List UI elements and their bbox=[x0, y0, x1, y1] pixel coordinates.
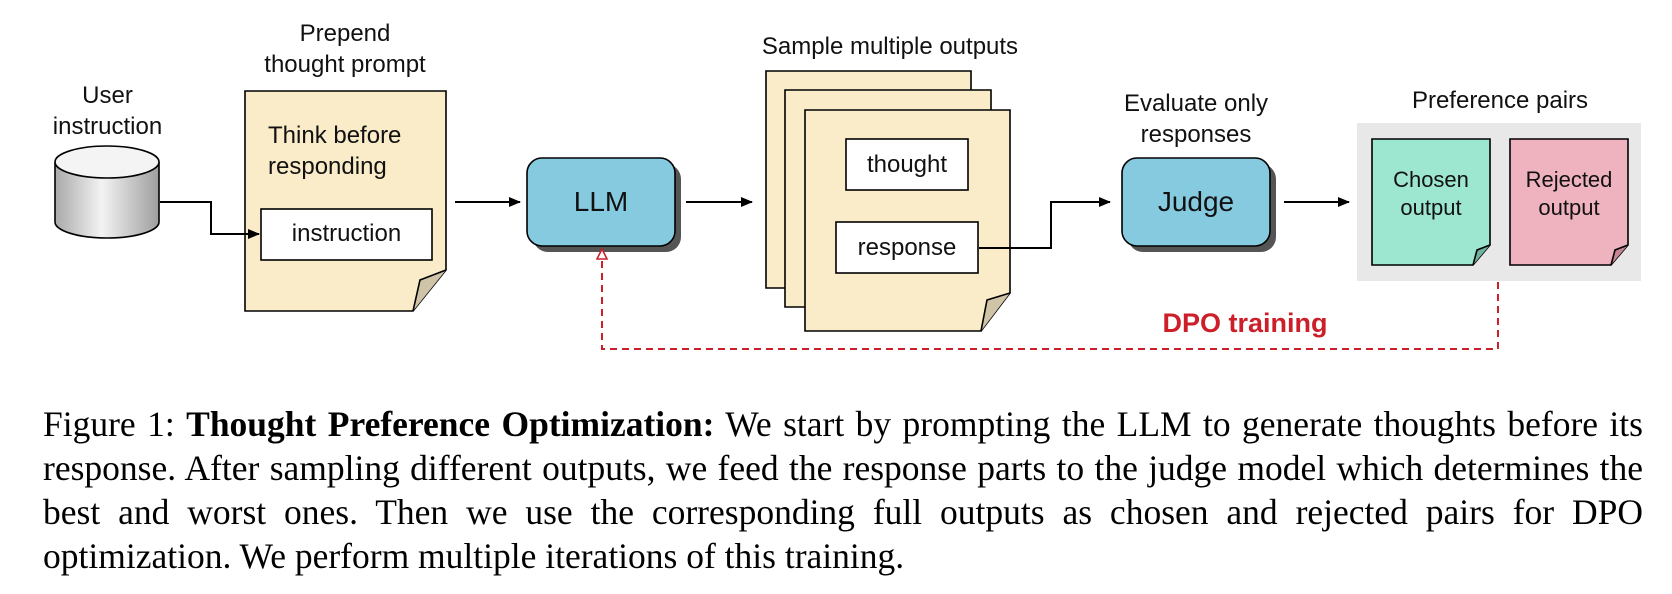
prompt-document bbox=[244, 90, 447, 312]
figure-caption: Figure 1: Thought Preference Optimizatio… bbox=[43, 402, 1643, 578]
preference-pairs-label: Preference pairs bbox=[1411, 87, 1589, 114]
sample-outputs-label: Sample multiple outputs bbox=[761, 33, 1019, 60]
chosen-output-text: Chosen output bbox=[1393, 167, 1469, 220]
instruction-text: instruction bbox=[291, 220, 402, 247]
dpo-training-label: DPO training bbox=[1162, 308, 1328, 338]
caption-prefix: Figure 1: bbox=[43, 404, 187, 444]
rejected-output-note bbox=[1509, 138, 1629, 266]
judge-label: Judge bbox=[1157, 186, 1235, 217]
thought-box bbox=[845, 138, 969, 191]
response-box bbox=[835, 221, 979, 274]
caption-body: We start by prompting the LLM to generat… bbox=[43, 404, 1643, 576]
rejected-output-text: Rejected output bbox=[1525, 167, 1613, 220]
prepend-thought-label: Prepend thought prompt bbox=[264, 20, 426, 78]
dpo-feedback-line bbox=[602, 254, 1499, 350]
sampled-outputs-stack bbox=[765, 70, 1011, 332]
evaluate-label: Evaluate only responses bbox=[1123, 90, 1269, 148]
llm-label: LLM bbox=[573, 186, 629, 217]
thought-text: thought bbox=[866, 151, 948, 178]
document-fold-icon bbox=[980, 292, 1011, 332]
judge-box bbox=[1121, 157, 1271, 247]
user-instruction-label: User instruction bbox=[52, 82, 163, 140]
caption-title: Thought Preference Optimization: bbox=[186, 404, 715, 444]
think-before-text: Think before responding bbox=[268, 122, 402, 180]
response-text: response bbox=[857, 234, 957, 261]
arrow-icon bbox=[979, 197, 1111, 249]
method-diagram: User instruction Prepend thought prompt … bbox=[52, 20, 1641, 350]
document-fold-icon bbox=[412, 269, 447, 312]
arrow-icon bbox=[160, 201, 260, 239]
llm-box bbox=[526, 157, 676, 247]
chosen-output-note bbox=[1371, 138, 1491, 266]
instruction-box bbox=[260, 208, 433, 261]
database-icon bbox=[54, 145, 160, 239]
